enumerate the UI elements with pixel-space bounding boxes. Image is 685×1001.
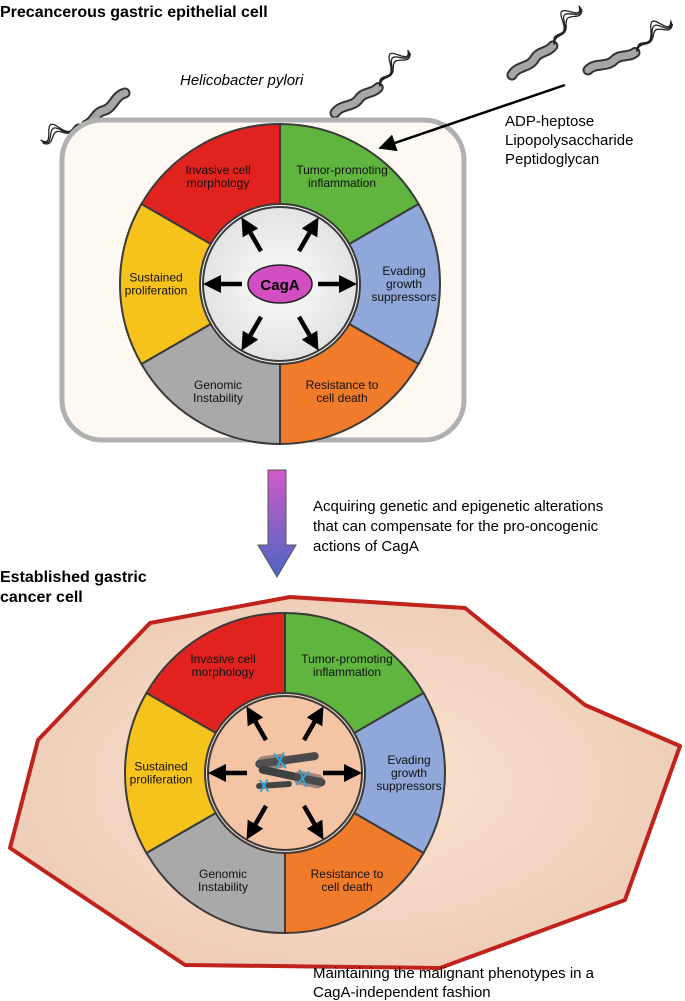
bottom-segment-label-invasive: Invasive cell xyxy=(190,652,255,666)
bacterium-top-right-1 xyxy=(506,5,583,81)
bottom-arrow-4 xyxy=(302,804,324,840)
transition-text-2: that can compensate for the pro-oncogeni… xyxy=(313,518,599,535)
bottom-arrow-1 xyxy=(246,706,268,742)
bacterium-label: Helicobacter pylori xyxy=(180,72,304,89)
top-arrow-1 xyxy=(241,217,263,253)
caga-node xyxy=(247,264,313,304)
top-segment-label-invasive: Invasive cell xyxy=(185,163,250,177)
top-segment-label-invasive: morphology xyxy=(187,176,250,190)
factor-arrow xyxy=(378,83,566,152)
footer-text-1: Maintaining the malignant phenotypes in … xyxy=(313,965,595,982)
top-segment-label-resistance: cell death xyxy=(316,391,367,405)
factor-2: Lipopolysaccharide xyxy=(505,132,633,149)
top-arrow-2 xyxy=(297,217,319,253)
top-segment-label-inflammation: inflammation xyxy=(308,176,376,190)
top-segment-label-genomic: Genomic xyxy=(194,378,242,392)
bottom-segment-label-evading: Evading xyxy=(387,753,430,767)
factor-3: Peptidoglycan xyxy=(505,151,599,168)
bottom-segment-label-resistance: cell death xyxy=(321,880,372,894)
bottom-segment-label-evading: suppressors xyxy=(376,779,441,793)
top-arrow-5 xyxy=(241,315,263,351)
top-segment-proliferation xyxy=(119,202,213,366)
caga-label: CagA xyxy=(260,277,299,294)
bacterium-top-right-2 xyxy=(582,20,674,76)
bottom-segment-proliferation xyxy=(124,691,218,855)
bottom-title-1: Established gastric xyxy=(0,569,147,586)
top-segment-label-proliferation: Sustained xyxy=(129,271,182,285)
bacterium-right xyxy=(329,49,411,119)
bottom-title-2: cancer cell xyxy=(0,589,83,606)
bottom-segment-label-inflammation: inflammation xyxy=(313,665,381,679)
bottom-arrow-5 xyxy=(246,804,268,840)
transition-text-3: actions of CagA xyxy=(313,538,419,555)
bottom-segment-label-proliferation: proliferation xyxy=(130,773,193,787)
top-segment-label-inflammation: Tumor-promoting xyxy=(296,163,388,177)
bottom-segment-label-inflammation: Tumor-promoting xyxy=(301,652,393,666)
top-title: Precancerous gastric epithelial cell xyxy=(0,4,268,21)
bottom-segment-label-genomic: Instability xyxy=(198,880,248,894)
top-segment-label-evading: Evading xyxy=(382,264,425,278)
bottom-arrow-2 xyxy=(302,706,324,742)
factor-1: ADP-heptose xyxy=(505,113,594,130)
top-segment-label-evading: suppressors xyxy=(371,290,436,304)
bottom-segment-label-resistance: Resistance to xyxy=(311,867,384,881)
transition-text-1: Acquiring genetic and epigenetic alterat… xyxy=(313,498,603,515)
top-arrow-4 xyxy=(297,315,319,351)
top-segment-label-proliferation: proliferation xyxy=(125,284,188,298)
top-segment-label-evading: growth xyxy=(386,277,422,291)
top-segment-label-resistance: Resistance to xyxy=(306,378,379,392)
bottom-segment-label-evading: growth xyxy=(391,766,427,780)
bottom-segment-label-invasive: morphology xyxy=(192,665,255,679)
bottom-segment-label-proliferation: Sustained xyxy=(134,760,187,774)
bottom-segment-label-genomic: Genomic xyxy=(199,867,247,881)
top-segment-label-genomic: Instability xyxy=(193,391,243,405)
transition-arrow xyxy=(257,469,297,578)
chromosomes-icon xyxy=(255,751,326,793)
footer-text-2: CagA-independent fashion xyxy=(313,984,491,1001)
